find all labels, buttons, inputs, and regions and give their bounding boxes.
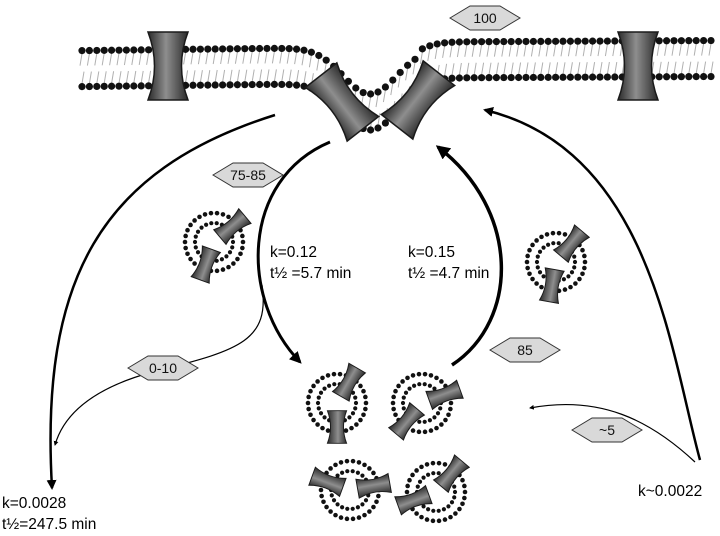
badge-fast-recycling-label: 85	[517, 342, 533, 358]
badge-endocytosis-label: 75-85	[230, 167, 266, 183]
badge-fast-recycling: 85	[489, 337, 561, 363]
vesicle-channel-icon	[190, 245, 222, 284]
badge-endocytosis-shape	[212, 162, 284, 188]
vesicle-icon	[524, 224, 591, 304]
ion-channel-icon	[616, 31, 660, 101]
endocytosis-rate-label: k=0.12 t½ =5.7 min	[270, 242, 351, 284]
vesicle-channel-icon	[387, 401, 426, 441]
slow-recycling-branch-arrow	[529, 404, 696, 463]
badge-top-shape	[449, 5, 521, 31]
vesicle-channel-icon	[538, 267, 565, 304]
slow-recycling-arrow	[483, 107, 702, 461]
fast-recycling-half-life: t½ =4.7 min	[408, 265, 490, 282]
vesicle-channel-icon	[331, 362, 367, 402]
badge-top-label: 100	[473, 10, 497, 26]
vesicle-channel-icon	[552, 224, 591, 264]
degradation-k: k=0.0028	[2, 495, 67, 512]
fast-recycling-k: k=0.15	[408, 244, 455, 261]
degradation-rate-label: k=0.0028 t½=247.5 min	[2, 493, 96, 535]
degradation-half-life: t½=247.5 min	[2, 516, 97, 533]
degradation-arrow	[46, 113, 276, 490]
badge-slow-recycling-label: ~5	[599, 422, 615, 438]
vesicle-icon	[394, 454, 471, 524]
badge-fast-recycling-shape	[489, 337, 561, 363]
vesicle-channel-icon	[308, 466, 347, 498]
membrane-channels	[146, 31, 660, 143]
ion-channel-icon	[379, 59, 457, 141]
vesicle-channel-icon	[394, 484, 433, 516]
vesicle-channel-icon	[212, 207, 252, 246]
slow-recycling-rate-label: k~0.0022	[638, 481, 702, 502]
badge-top: 100	[449, 5, 521, 31]
ion-channel-icon	[146, 31, 190, 101]
endocytosis-half-life: t½ =5.7 min	[270, 265, 352, 282]
badge-degradation-fraction-shape	[127, 355, 199, 381]
badge-slow-recycling: ~5	[571, 417, 643, 443]
vesicle-icon	[305, 362, 369, 444]
endocytosis-arrow	[256, 140, 331, 364]
endosome-vesicles	[182, 207, 591, 524]
vesicle-channel-icon	[432, 454, 471, 494]
badge-degradation-fraction-label: 0-10	[149, 360, 177, 376]
vesicle-channel-icon	[355, 472, 392, 499]
endocytosis-k: k=0.12	[270, 244, 317, 261]
badge-endocytosis: 75-85	[212, 162, 284, 188]
badge-slow-recycling-shape	[571, 417, 643, 443]
ion-channel-icon	[303, 61, 381, 143]
slow-recycling-k: k~0.0022	[638, 483, 703, 500]
vesicle-icon	[182, 207, 252, 284]
vesicle-channel-icon	[326, 410, 348, 444]
vesicle-icon	[387, 371, 464, 441]
fast-recycling-rate-label: k=0.15 t½ =4.7 min	[408, 242, 489, 284]
vesicle-channel-icon	[425, 379, 464, 411]
vesicle-icon	[308, 458, 392, 522]
fast-recycling-arrow	[435, 145, 503, 367]
badge-degradation-fraction: 0-10	[127, 355, 199, 381]
